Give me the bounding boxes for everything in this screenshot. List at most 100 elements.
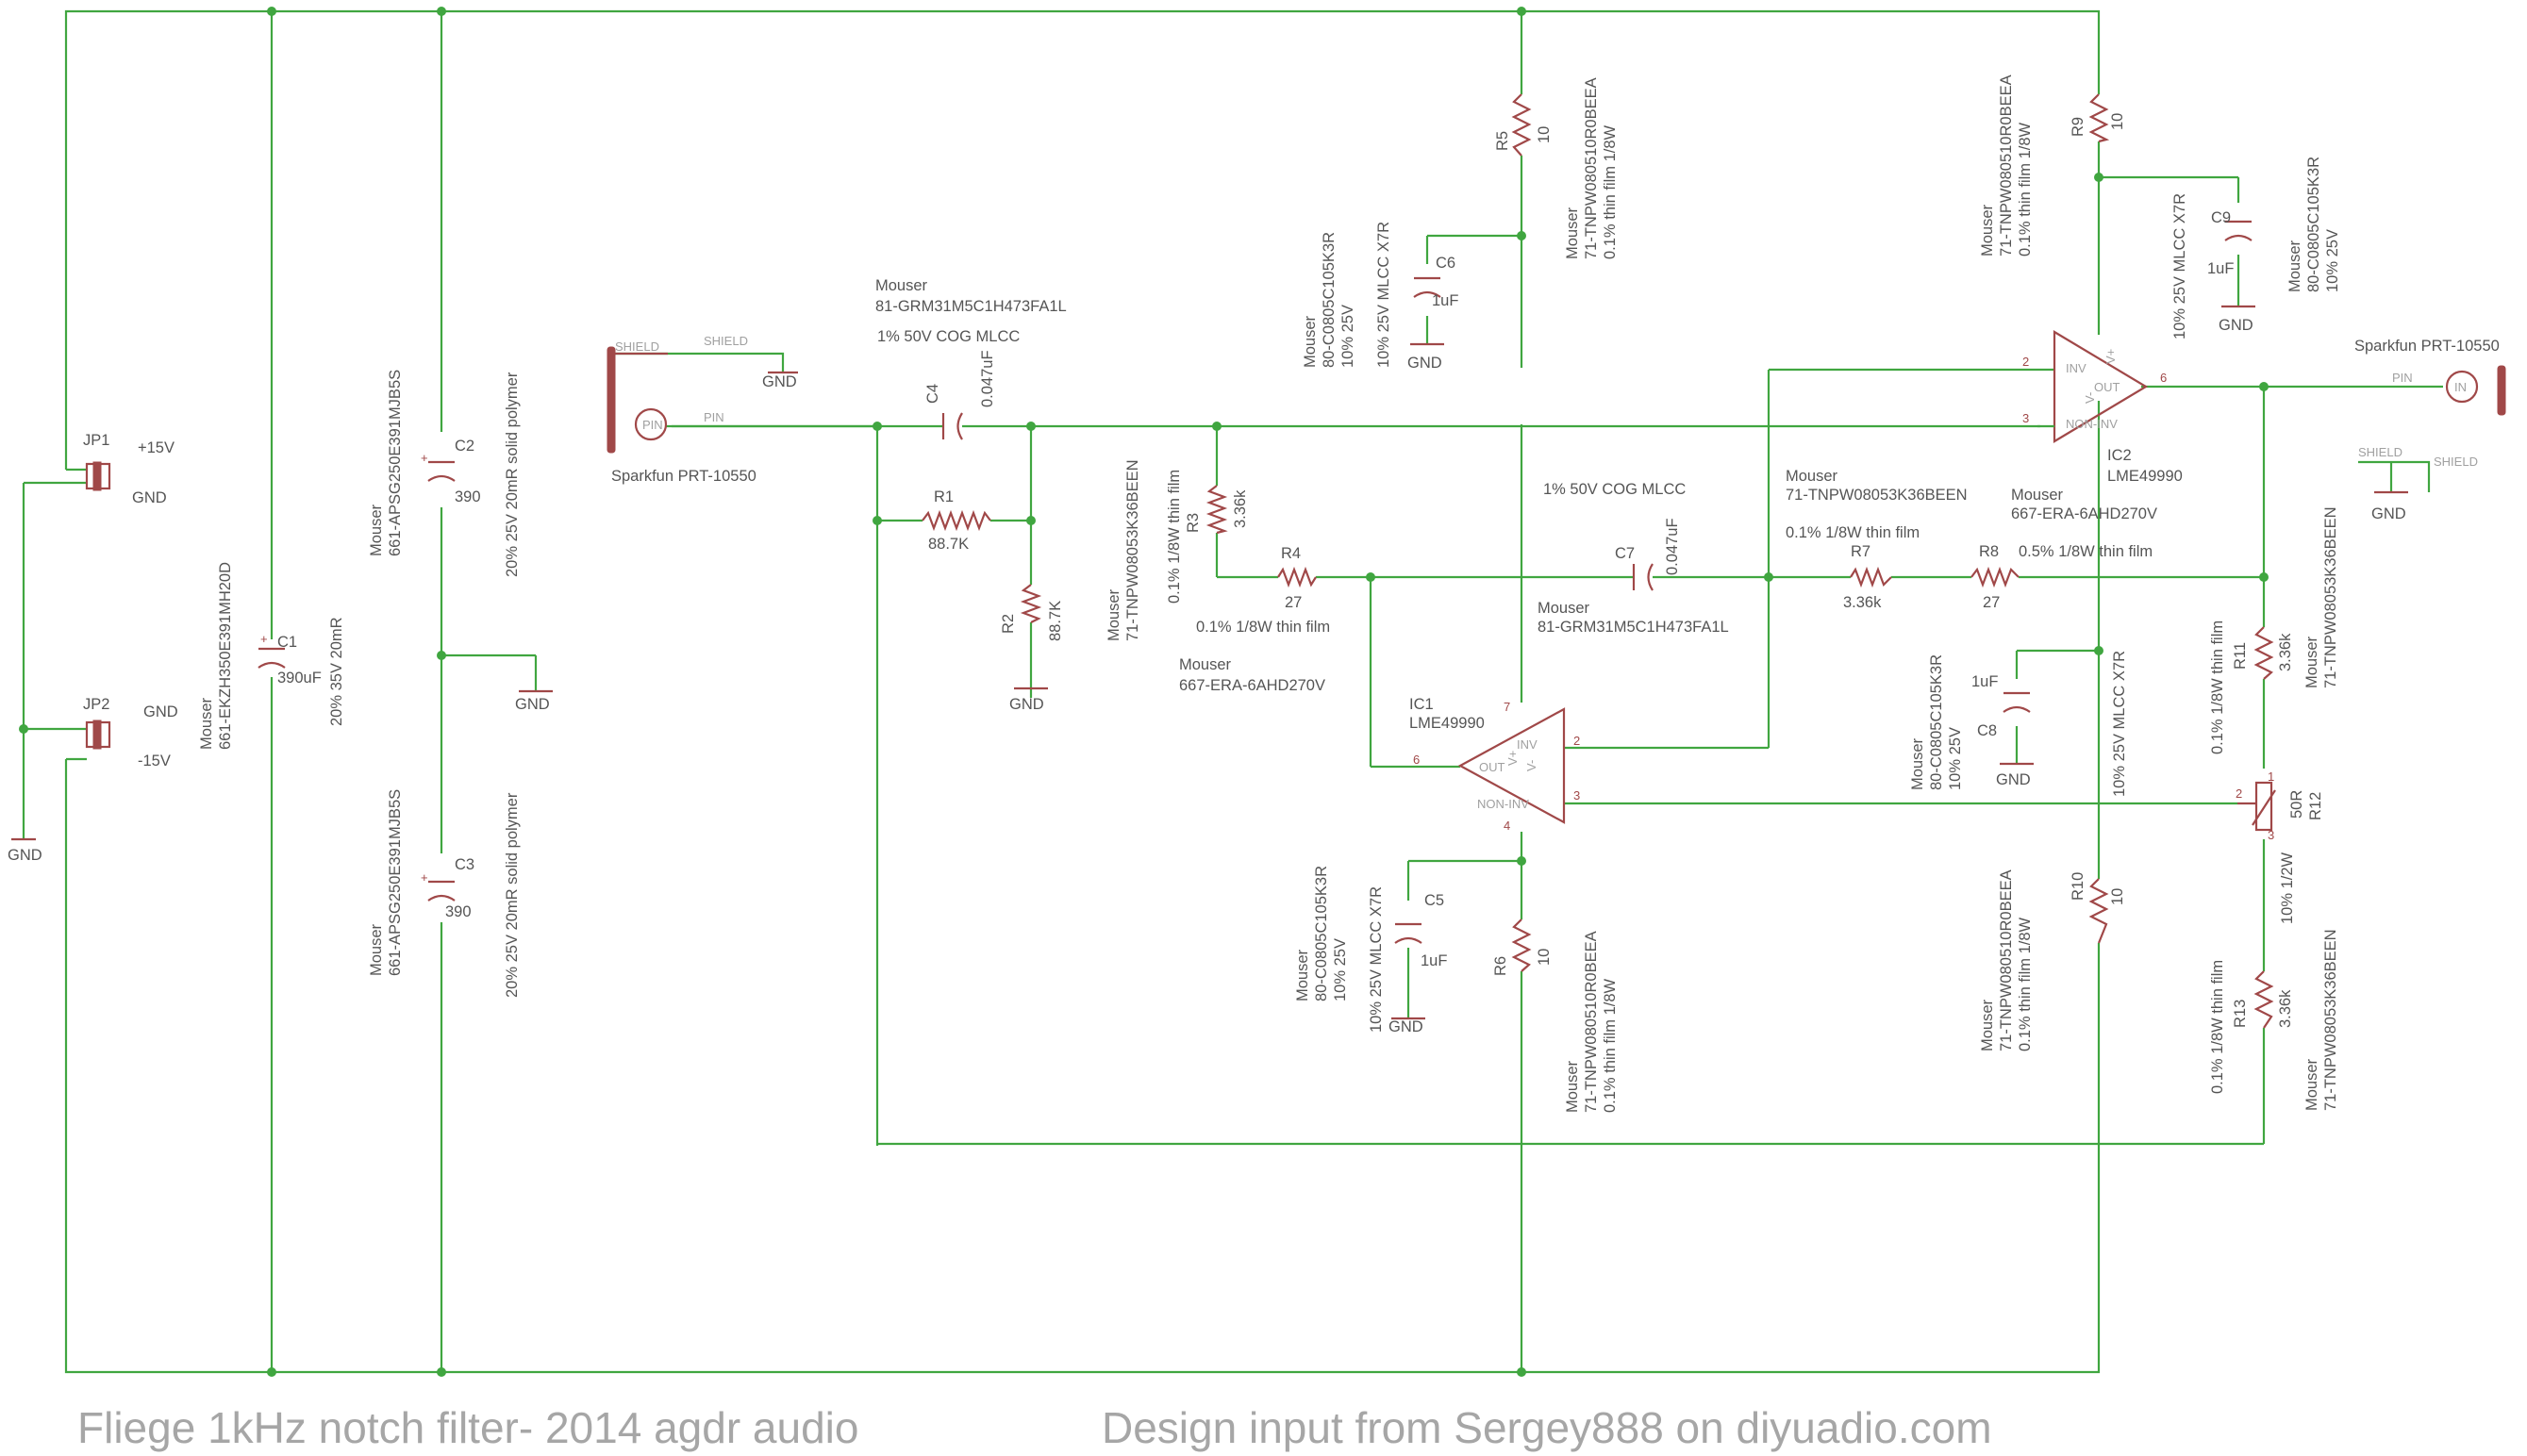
svg-text:+: + <box>421 451 428 465</box>
output-jack: IN PIN SHIELD SHIELD GND Sparkfun PRT-10… <box>2354 338 2506 522</box>
svg-text:4: 4 <box>1504 819 1510 833</box>
svg-text:C7: C7 <box>1615 545 1635 562</box>
svg-text:IN: IN <box>2454 380 2467 394</box>
svg-text:10% 25V: 10% 25V <box>1332 938 1349 1001</box>
svg-text:Mouser: Mouser <box>1564 1060 1581 1113</box>
svg-text:71-TNPW080510R0BEEA: 71-TNPW080510R0BEEA <box>1998 869 2015 1051</box>
svg-text:3.36k: 3.36k <box>2277 633 2294 671</box>
svg-text:SHIELD: SHIELD <box>2358 445 2402 459</box>
svg-text:LME49990: LME49990 <box>2107 468 2183 485</box>
svg-text:R12: R12 <box>2307 792 2324 820</box>
svg-text:+: + <box>421 870 428 885</box>
svg-text:10% 25V MLCC X7R: 10% 25V MLCC X7R <box>1368 886 1385 1033</box>
svg-text:71-TNPW08053K36BEEN: 71-TNPW08053K36BEEN <box>1786 487 1968 504</box>
svg-text:+: + <box>260 632 268 646</box>
svg-text:R1: R1 <box>934 488 954 505</box>
svg-text:3: 3 <box>2268 828 2274 842</box>
svg-text:0.1% thin film 1/8W: 0.1% thin film 1/8W <box>1602 124 1619 259</box>
svg-text:V-: V- <box>2083 392 2097 404</box>
svg-text:10% 25V MLCC X7R: 10% 25V MLCC X7R <box>2111 651 2128 797</box>
r3-resistor: R3 3.36k Mouser 71-TNPW08053K36BEEN 0.1%… <box>1106 459 1249 641</box>
svg-text:Mouser: Mouser <box>1294 949 1311 1001</box>
jp1-gnd-label: GND <box>132 489 167 506</box>
svg-text:NON-INV: NON-INV <box>1477 797 1529 811</box>
svg-text:81-GRM31M5C1H473FA1L: 81-GRM31M5C1H473FA1L <box>1538 619 1729 636</box>
svg-text:667-ERA-6AHD270V: 667-ERA-6AHD270V <box>2011 505 2157 522</box>
svg-text:R8: R8 <box>1979 543 1999 560</box>
svg-text:IC2: IC2 <box>2107 447 2132 464</box>
r11-resistor: R11 3.36k Mouser 71-TNPW08053K36BEEN 0.1… <box>2209 506 2339 754</box>
svg-text:6: 6 <box>2160 371 2167 385</box>
svg-text:C4: C4 <box>924 384 941 404</box>
c1-capacitor: + C1 390uF Mouser 661-EKZH350E391MH20D 2… <box>198 562 345 750</box>
svg-text:PIN: PIN <box>704 410 724 424</box>
jp1-plus-label: +15V <box>138 439 175 456</box>
c3-capacitor: + C3 390 Mouser 661-APSG250E391MJB5S 20%… <box>368 789 521 998</box>
svg-text:R2: R2 <box>1000 614 1017 634</box>
input-jack: PIN SHIELD SHIELD PIN GND Sparkfun PRT-1… <box>607 334 798 485</box>
svg-text:20% 25V 20mR solid polymer: 20% 25V 20mR solid polymer <box>504 792 521 998</box>
svg-text:R5: R5 <box>1494 131 1511 151</box>
input-jack-name: Sparkfun PRT-10550 <box>611 468 756 485</box>
c4-capacitor: C4 0.047uF Mouser 81-GRM31M5C1H473FA1L 1… <box>875 277 1067 440</box>
r4-resistor: R4 27 0.1% 1/8W thin film Mouser 667-ERA… <box>1179 545 1330 694</box>
svg-text:R3: R3 <box>1185 513 1202 533</box>
svg-text:3.36k: 3.36k <box>1843 594 1882 611</box>
svg-text:10: 10 <box>1536 126 1553 143</box>
svg-text:390uF: 390uF <box>277 670 322 687</box>
svg-text:80-C0805C105K3R: 80-C0805C105K3R <box>1928 654 1945 790</box>
footer-credit: Design input from Sergey888 on diyuadio.… <box>1102 1403 1992 1452</box>
svg-text:R6: R6 <box>1492 956 1509 976</box>
ic2-opamp: INV OUT NON-INV V+ V- 2 3 6 IC2 LME49990 <box>2022 330 2183 485</box>
svg-text:GND: GND <box>1009 696 1044 713</box>
svg-text:1uF: 1uF <box>1971 673 1998 690</box>
svg-text:NON-INV: NON-INV <box>2066 417 2118 431</box>
svg-text:Mouser: Mouser <box>2286 240 2303 292</box>
svg-text:81-GRM31M5C1H473FA1L: 81-GRM31M5C1H473FA1L <box>875 298 1067 315</box>
svg-text:88.7K: 88.7K <box>928 536 969 553</box>
svg-text:Mouser: Mouser <box>2011 487 2064 504</box>
svg-text:Mouser: Mouser <box>875 277 928 294</box>
svg-text:GND: GND <box>762 373 797 390</box>
svg-text:3: 3 <box>2022 411 2029 425</box>
svg-text:R4: R4 <box>1281 545 1301 562</box>
svg-text:Mouser: Mouser <box>368 504 385 556</box>
svg-text:10% 25V: 10% 25V <box>1339 305 1356 368</box>
jp1-ref: JP1 <box>83 432 109 449</box>
svg-text:1% 50V COG MLCC: 1% 50V COG MLCC <box>877 328 1020 345</box>
svg-text:Mouser: Mouser <box>1179 656 1232 673</box>
svg-text:1uF: 1uF <box>2207 260 2234 277</box>
junctions <box>19 7 2269 1377</box>
jp2-minus-label: -15V <box>138 753 171 769</box>
svg-text:PIN: PIN <box>642 418 663 432</box>
c5-capacitor: C5 1uF Mouser 80-C0805C105K3R 10% 25V 10… <box>1294 866 1447 1035</box>
c8-capacitor: 1uF C8 Mouser 80-C0805C105K3R 10% 25V 10… <box>1909 651 2128 797</box>
svg-text:Mouser: Mouser <box>2303 636 2320 688</box>
svg-text:GND: GND <box>1996 771 2031 788</box>
svg-text:SHIELD: SHIELD <box>2434 455 2478 469</box>
svg-text:0.1% thin film 1/8W: 0.1% thin film 1/8W <box>1602 978 1619 1113</box>
svg-text:GND: GND <box>8 847 42 864</box>
c2-capacitor: + C2 390 Mouser 661-APSG250E391MJB5S 20%… <box>368 370 521 577</box>
r13-resistor: R13 3.36k Mouser 71-TNPW08053K36BEEN 0.1… <box>2209 929 2339 1111</box>
svg-text:71-TNPW080510R0BEEA: 71-TNPW080510R0BEEA <box>1583 931 1600 1113</box>
svg-text:INV: INV <box>1517 737 1538 752</box>
svg-text:C6: C6 <box>1436 255 1455 272</box>
r1-resistor: R1 88.7K <box>922 488 991 553</box>
r6-resistor: R6 10 Mouser 71-TNPW080510R0BEEA 0.1% th… <box>1492 918 1619 1113</box>
svg-text:0.1% 1/8W thin film: 0.1% 1/8W thin film <box>1786 524 1920 541</box>
svg-text:7: 7 <box>1504 700 1510 714</box>
svg-text:Mouser: Mouser <box>1302 315 1319 368</box>
svg-text:V+: V+ <box>1505 751 1520 766</box>
jp2-ref: JP2 <box>83 696 109 713</box>
jp2-gnd-label: GND <box>143 703 178 720</box>
output-jack-name: Sparkfun PRT-10550 <box>2354 338 2500 355</box>
svg-text:3.36k: 3.36k <box>1232 489 1249 528</box>
svg-text:1: 1 <box>2268 769 2274 784</box>
svg-text:LME49990: LME49990 <box>1409 715 1485 732</box>
svg-text:GND: GND <box>1388 1018 1423 1035</box>
r12-trimmer: 2 1 3 50R R12 10% 1/2W <box>2236 769 2324 924</box>
svg-text:10: 10 <box>2109 888 2126 905</box>
r2-resistor: R2 88.7K GND <box>1000 584 1064 713</box>
